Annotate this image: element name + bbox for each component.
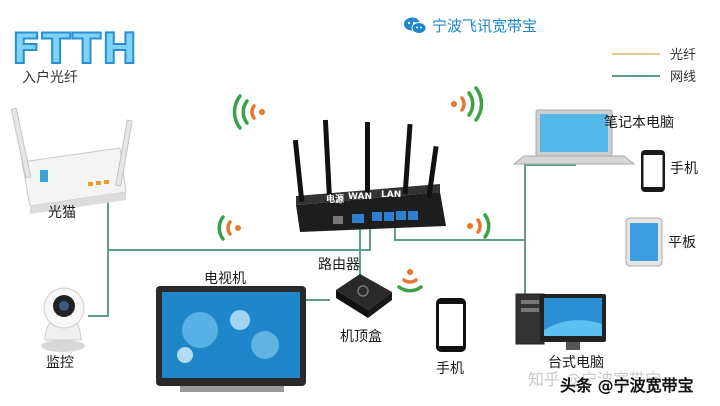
wechat-icon: [404, 17, 426, 34]
laptop-label: 笔记本电脑: [604, 115, 674, 131]
camera-device: [41, 287, 85, 352]
phone-right-label: 手机: [670, 161, 698, 177]
laptop-device: [512, 109, 636, 165]
router-device: [292, 119, 446, 232]
legend-fiber-swatch: [612, 52, 660, 55]
network-cables: [88, 158, 576, 317]
fiber-input-label: 入户光纤: [22, 70, 78, 86]
tv-label: 电视机: [204, 271, 246, 287]
legend-fiber: 光纤: [612, 44, 696, 63]
router-wan-label: WAN: [348, 192, 373, 202]
wifi-icon: [397, 269, 423, 293]
tablet-label: 平板: [668, 235, 696, 251]
modem-device: [10, 107, 133, 214]
wifi-icon: [217, 215, 241, 241]
brand-block: 宁波飞讯宽带宝: [404, 15, 537, 36]
set-top-box-device: [336, 274, 392, 318]
legend-fiber-label: 光纤: [670, 48, 697, 63]
cable-modem-router: [107, 200, 371, 251]
credit-text: 头条 @宁波宽带宝: [560, 376, 694, 395]
wifi-icon: [232, 94, 265, 130]
desktop-label: 台式电脑: [548, 355, 604, 371]
desktop-device: [515, 293, 606, 350]
watermark: 知乎 @宁波宽带宝: [528, 370, 662, 389]
modem-label: 光猫: [48, 205, 76, 221]
router-power-label: 电源: [326, 195, 345, 205]
phone-bottom-label: 手机: [436, 361, 464, 377]
camera-label: 监控: [46, 355, 74, 371]
phone-bottom-device: [436, 298, 466, 352]
router-reset-label: 重启: [338, 183, 357, 193]
set-top-box-label: 机顶盒: [340, 329, 382, 345]
cable-modem-camera: [88, 250, 109, 317]
legend-network-label: 网线: [670, 70, 697, 85]
tablet-device: [625, 217, 663, 267]
legend-network-swatch: [612, 74, 660, 77]
brand-name: 宁波飞讯宽带宝: [432, 17, 538, 35]
router-lan-label: LAN: [381, 190, 402, 200]
tv-device: [156, 286, 306, 392]
router-label: 路由器: [318, 257, 360, 273]
legend-network: 网线: [612, 66, 696, 85]
phone-right-device: [641, 150, 665, 192]
wifi-icon: [467, 213, 491, 239]
wifi-signals: [217, 86, 491, 293]
wifi-icon: [451, 86, 484, 122]
ftth-title: FTTH: [11, 23, 139, 74]
